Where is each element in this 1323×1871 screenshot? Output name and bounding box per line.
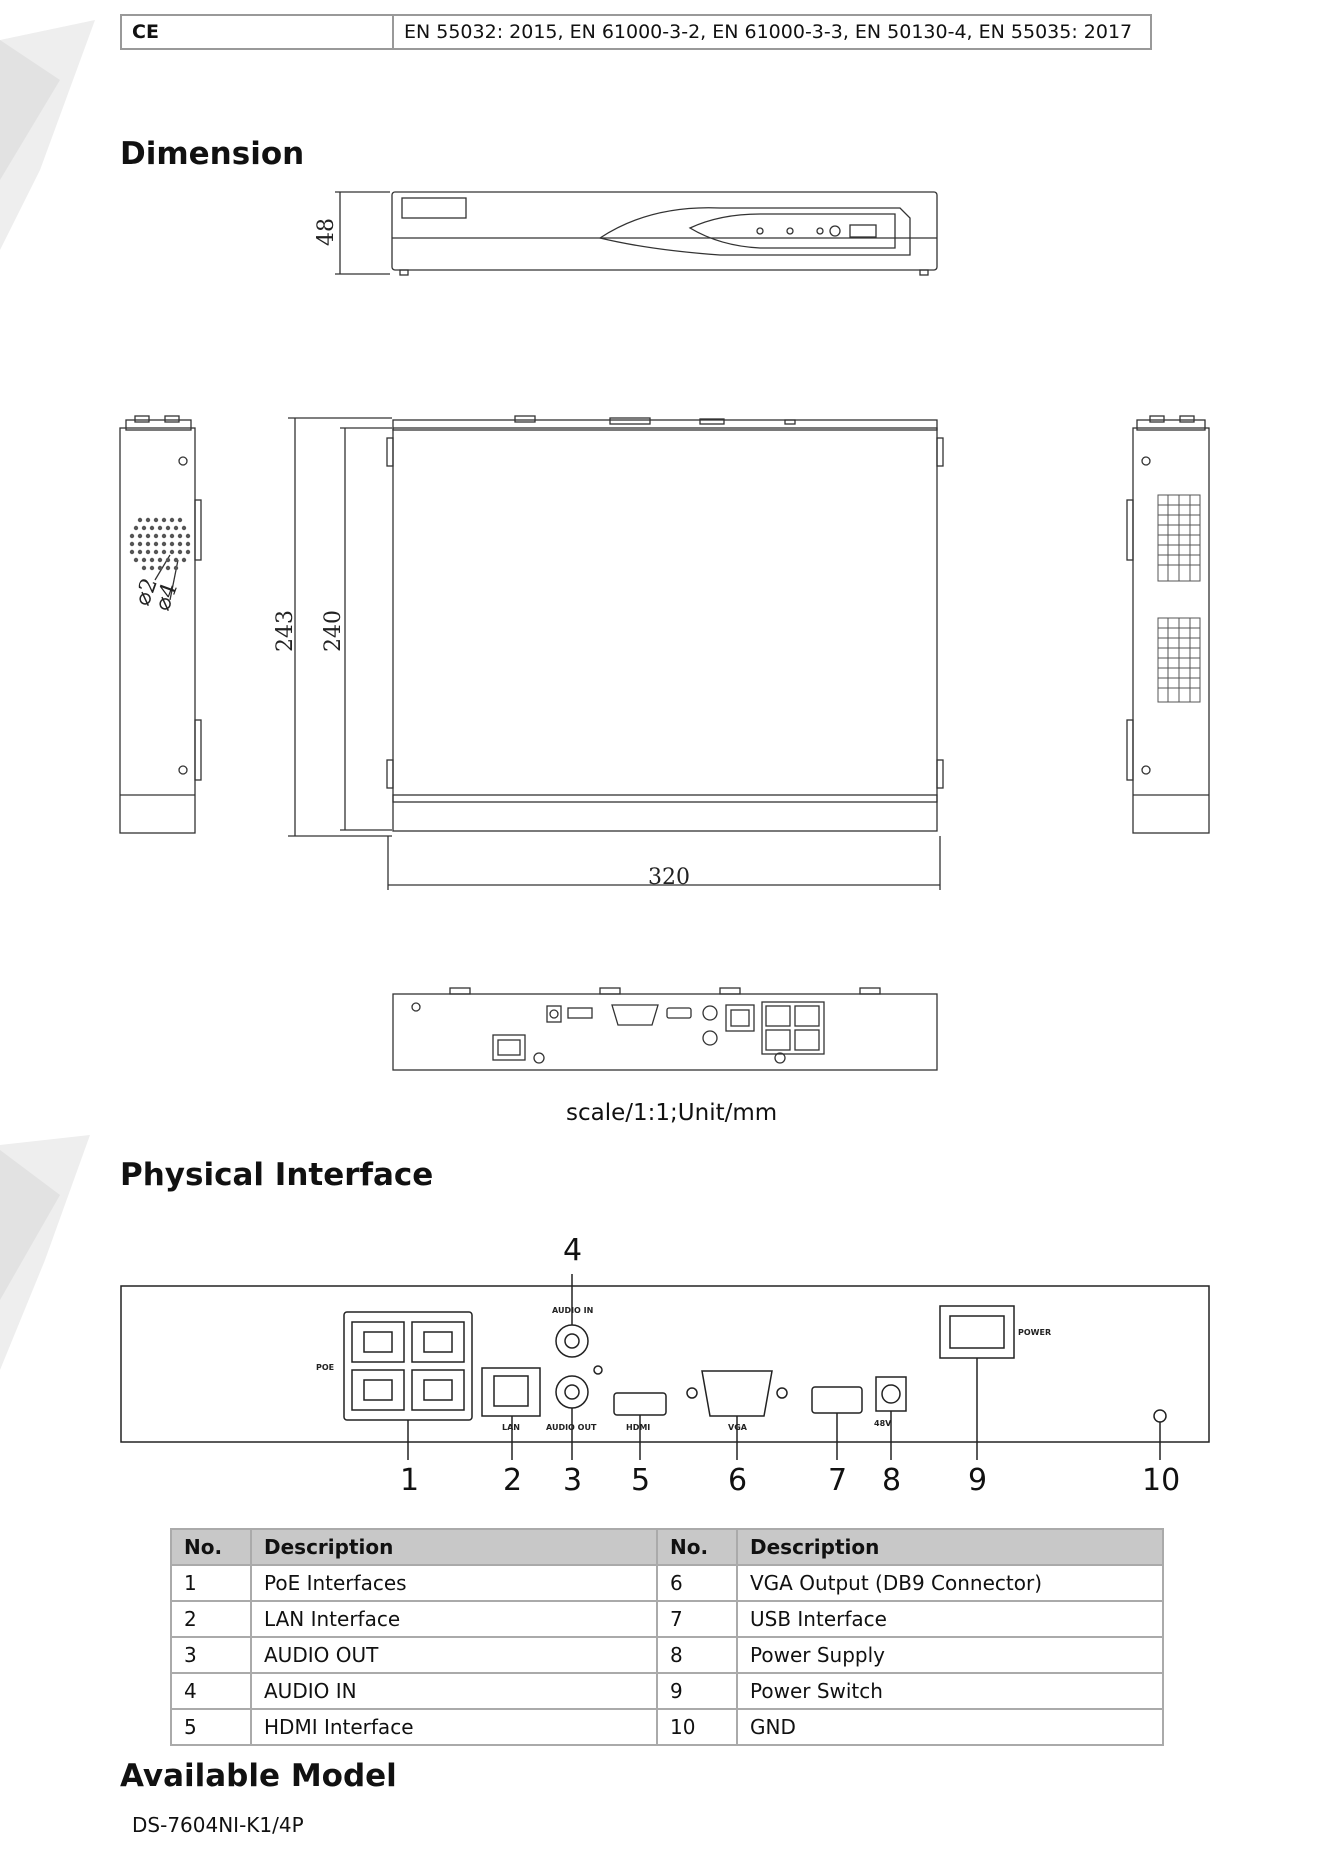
callout-1: 1: [400, 1463, 419, 1498]
table-cell: Power Switch: [736, 1672, 1164, 1710]
table-cell: 8: [656, 1636, 738, 1674]
column-header: Description: [736, 1528, 1164, 1566]
front-view-outline: [391, 191, 938, 271]
interface-description-table: No. Description No. Description 1 PoE In…: [170, 1528, 1164, 1746]
table-cell: PoE Interfaces: [250, 1564, 658, 1602]
table-cell: 2: [170, 1600, 252, 1638]
column-header: Description: [250, 1528, 658, 1566]
table-cell: 6: [656, 1564, 738, 1602]
callout-10: 10: [1142, 1463, 1180, 1498]
hdmi-port: [613, 1392, 667, 1416]
width-label: 320: [648, 865, 690, 890]
vga-port: [701, 1370, 773, 1417]
callout-6: 6: [728, 1463, 747, 1498]
compliance-value: EN 55032: 2015, EN 61000-3-2, EN 61000-3…: [392, 14, 1152, 50]
column-header: No.: [656, 1528, 738, 1566]
table-row: 4 AUDIO IN 9 Power Switch: [170, 1672, 1164, 1710]
table-row: CE EN 55032: 2015, EN 61000-3-2, EN 6100…: [120, 14, 1152, 50]
table-header-row: No. Description No. Description: [170, 1528, 1164, 1566]
rear-panel-diagram: POE LAN AUDIO IN AUDIO OUT HDMI VGA 48V …: [120, 1233, 1210, 1498]
power-jack: [875, 1376, 907, 1412]
audio-in-label: AUDIO IN: [552, 1306, 593, 1315]
dimension-heading: Dimension: [120, 136, 305, 172]
table-cell: 7: [656, 1600, 738, 1638]
callout-5: 5: [631, 1463, 650, 1498]
table-row: 5 HDMI Interface 10 GND: [170, 1708, 1164, 1746]
table-cell: 4: [170, 1672, 252, 1710]
table-cell: USB Interface: [736, 1600, 1164, 1638]
table-row: 3 AUDIO OUT 8 Power Supply: [170, 1636, 1164, 1674]
left-side-view: [119, 427, 196, 834]
depth-outer-label: 243: [273, 610, 298, 652]
callout-4: 4: [563, 1233, 582, 1268]
table-cell: Power Supply: [736, 1636, 1164, 1674]
hdmi-label: HDMI: [626, 1423, 650, 1432]
table-cell: 9: [656, 1672, 738, 1710]
table-cell: 3: [170, 1636, 252, 1674]
height-label: 48: [314, 218, 339, 246]
right-side-view: [1132, 427, 1210, 834]
callout-2: 2: [503, 1463, 522, 1498]
compliance-label: CE: [120, 14, 394, 50]
callout-3: 3: [563, 1463, 582, 1498]
scale-note: scale/1:1;Unit/mm: [566, 1100, 778, 1126]
lan-port: [481, 1367, 541, 1417]
model-number: DS-7604NI-K1/4P: [132, 1813, 304, 1837]
poe-label: POE: [316, 1363, 334, 1372]
audio-out-label: AUDIO OUT: [546, 1423, 597, 1432]
lan-label: LAN: [502, 1423, 520, 1432]
power-switch-label: POWER: [1018, 1328, 1051, 1337]
physical-interface-heading: Physical Interface: [120, 1157, 434, 1193]
dimension-drawing: 48 243 240 320 ⌀2 ⌀4: [119, 191, 1210, 1071]
table-row: 2 LAN Interface 7 USB Interface: [170, 1600, 1164, 1638]
table-row: 1 PoE Interfaces 6 VGA Output (DB9 Conne…: [170, 1564, 1164, 1602]
table-cell: AUDIO OUT: [250, 1636, 658, 1674]
table-cell: GND: [736, 1708, 1164, 1746]
audio-in-jack: [555, 1324, 589, 1358]
table-cell: 10: [656, 1708, 738, 1746]
vent-holes-left: [129, 517, 191, 571]
rear-view-outline: [392, 993, 938, 1071]
power-switch: [939, 1305, 1015, 1359]
callout-8: 8: [882, 1463, 901, 1498]
poe-ports: [343, 1311, 473, 1421]
table-cell: 1: [170, 1564, 252, 1602]
depth-inner-label: 240: [321, 610, 346, 652]
audio-out-jack: [555, 1375, 589, 1409]
table-cell: VGA Output (DB9 Connector): [736, 1564, 1164, 1602]
vent-slots-right: [1157, 494, 1201, 703]
table-cell: HDMI Interface: [250, 1708, 658, 1746]
callout-9: 9: [968, 1463, 987, 1498]
gnd-terminal: [1153, 1409, 1167, 1423]
front-label-plate: [401, 197, 467, 219]
table-cell: 5: [170, 1708, 252, 1746]
usb-port: [811, 1386, 863, 1414]
compliance-table: CE EN 55032: 2015, EN 61000-3-2, EN 6100…: [120, 14, 1152, 50]
vga-label: VGA: [728, 1423, 748, 1432]
table-cell: AUDIO IN: [250, 1672, 658, 1710]
available-model-heading: Available Model: [120, 1758, 397, 1794]
top-view-outline: [392, 427, 938, 803]
power-in-label: 48V: [874, 1419, 892, 1428]
rear-panel-outline: [120, 1285, 1210, 1443]
callout-7: 7: [828, 1463, 847, 1498]
table-cell: LAN Interface: [250, 1600, 658, 1638]
column-header: No.: [170, 1528, 252, 1566]
